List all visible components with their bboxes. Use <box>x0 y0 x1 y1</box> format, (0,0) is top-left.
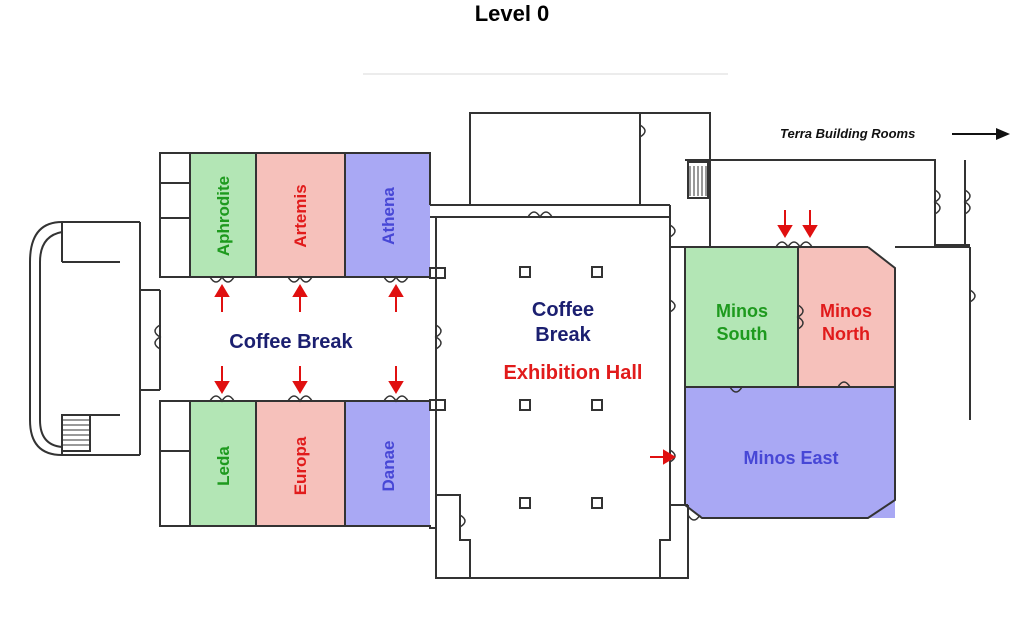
label-exhibition-hall: Exhibition Hall <box>504 362 643 384</box>
room-europa[interactable] <box>256 401 345 526</box>
room-artemis[interactable] <box>256 153 345 277</box>
label-artemis: Artemis <box>291 184 310 247</box>
label-hall-coffee-2: Break <box>535 324 591 346</box>
terra-direction: Terra Building Rooms <box>780 126 1010 141</box>
room-minos-east[interactable] <box>685 387 895 518</box>
label-corridor-coffee-break: Coffee Break <box>229 331 353 353</box>
entrance-arrows <box>214 210 818 465</box>
room-danae[interactable] <box>345 401 430 526</box>
label-minos-north-1: Minos <box>820 301 872 321</box>
label-leda: Leda <box>214 446 233 486</box>
arrow-right-icon <box>996 128 1010 140</box>
room-aphrodite[interactable] <box>190 153 256 277</box>
label-danae: Danae <box>379 440 398 491</box>
room-minos-south[interactable] <box>685 247 798 387</box>
label-minos-south-1: Minos <box>716 301 768 321</box>
label-minos-east: Minos East <box>743 448 838 468</box>
stairs-hatching <box>62 166 707 446</box>
door-swings <box>154 124 976 528</box>
room-minos-north[interactable] <box>798 247 895 387</box>
room-athena[interactable] <box>345 153 430 277</box>
label-minos-south-2: South <box>717 324 768 344</box>
label-europa: Europa <box>291 436 310 495</box>
label-athena: Athena <box>379 187 398 245</box>
label-aphrodite: Aphrodite <box>214 176 233 256</box>
terra-label: Terra Building Rooms <box>780 126 915 141</box>
room-fills <box>190 153 895 526</box>
label-hall-coffee-1: Coffee <box>532 299 594 321</box>
label-minos-north-2: North <box>822 324 870 344</box>
page-title: Level 0 <box>474 1 550 26</box>
room-leda[interactable] <box>190 401 256 526</box>
